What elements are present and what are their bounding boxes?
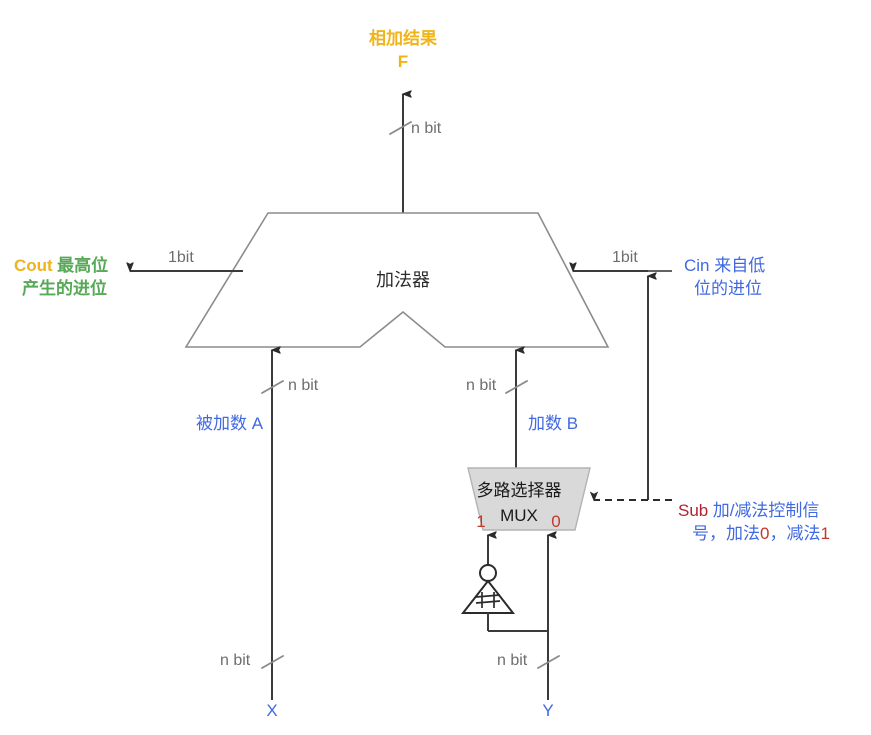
wire-cin: [573, 271, 672, 500]
cin-name: Cin: [684, 256, 710, 275]
cout-desc-line1: 最高位: [57, 256, 109, 275]
mux-select-label-0: 0: [551, 512, 561, 531]
input-y-label: Y: [542, 701, 554, 720]
mux-block: [467, 467, 591, 531]
cout-desc-line2: 产生的进位: [22, 278, 107, 298]
sub-name: Sub: [678, 501, 709, 520]
wire-operand-a: [261, 350, 284, 700]
sub-desc-digit-sub: 1: [820, 523, 830, 543]
output-f-label: 相加结果 F: [369, 28, 437, 74]
bus-slash-a: [261, 380, 284, 394]
sub-desc-digit-add: 0: [760, 523, 770, 543]
bit-width-a: n bit: [288, 377, 319, 394]
bit-width-f: n bit: [411, 120, 442, 137]
bus-slash-b: [505, 380, 528, 394]
cout-annotation: Cout 最高位 产生的进位: [14, 255, 108, 301]
bit-width-x: n bit: [220, 652, 251, 669]
operand-a-label: 被加数 A: [196, 414, 264, 433]
output-f-line2: F: [397, 51, 409, 71]
sub-annotation: Sub 加/减法控制信 号，加法0，减法1: [678, 500, 830, 546]
not-gate: [460, 564, 548, 632]
adder-label: 加法器: [376, 270, 430, 290]
adder-block: [184, 212, 610, 348]
sub-desc-line2-a: 号，加法: [692, 523, 760, 543]
output-f-line1: 相加结果: [369, 29, 437, 48]
input-x-label: X: [266, 701, 278, 720]
bit-width-b: n bit: [466, 377, 497, 394]
bit-width-y: n bit: [497, 652, 528, 669]
sub-desc-line2-c: ，减法: [769, 523, 821, 543]
bus-slash-f: [389, 121, 412, 135]
bit-width-cin: 1bit: [612, 249, 638, 266]
cin-desc-line2: 位的进位: [694, 278, 762, 298]
wire-mux-in-0: [537, 535, 560, 700]
sub-desc-line1: 加/减法控制信: [712, 501, 820, 520]
cin-desc-line1: 来自低: [709, 256, 766, 275]
wire-f-output: [389, 94, 412, 213]
mux-label-line1: 多路选择器: [476, 481, 562, 500]
bit-width-cout: 1bit: [168, 249, 194, 266]
bus-slash-y: [537, 655, 560, 669]
mux-label-line2: MUX: [500, 506, 538, 525]
wire-operand-b: [505, 350, 528, 468]
mux-select-label-1: 1: [476, 512, 486, 531]
operand-b-label: 加数 B: [528, 414, 579, 433]
bus-slash-x: [261, 655, 284, 669]
cin-annotation: Cin 来自低 位的进位: [684, 255, 765, 301]
cout-name: Cout: [14, 256, 53, 275]
